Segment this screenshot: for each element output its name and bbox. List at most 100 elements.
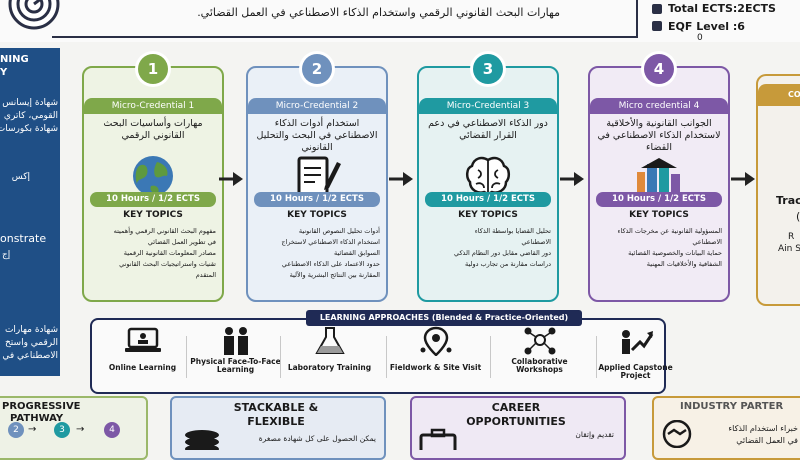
arrow-right-icon — [219, 172, 243, 186]
completion-card-line3: R — [788, 232, 795, 242]
completion-card-line2: ( — [796, 210, 800, 223]
card-description: مهارات وأساسيات البحث القانوني الرقمي — [103, 118, 203, 141]
arrow-right-icon — [389, 172, 413, 186]
topic-item: الاصطناعي — [521, 238, 551, 246]
eqf-level: EQF Level :6 — [668, 20, 745, 33]
topic-item: السوابق القضائية — [334, 249, 380, 257]
approach-label: Physical Face-To-Face Learning — [190, 357, 281, 374]
card-description: الجوانب القانونية والأخلاقية لاستخدام ال… — [597, 118, 721, 153]
separator — [490, 336, 491, 378]
pathway-step-4: 4 — [104, 422, 120, 438]
card-title: Micro-Credential 2 — [248, 98, 386, 114]
arrow-right-icon — [560, 172, 584, 186]
card-title: Micro-Credential 3 — [419, 98, 557, 114]
left-text-3: شهادة بكورسات ال — [0, 124, 58, 134]
step-number-badge: 2 — [302, 54, 332, 84]
left-text-2: القومي، كاتري — [3, 111, 58, 121]
topic-item: المسؤولية القانونية عن مخرجات الذكاء — [617, 227, 722, 235]
topic-item: أدوات تحليل النصوص القانونية — [298, 227, 380, 235]
header-divider — [636, 0, 638, 38]
approach-capstone: Applied Capstone Project — [588, 326, 683, 388]
approach-fieldwork: Fieldwork & Site Visit — [388, 326, 483, 388]
career-text: تقديم وإتقان — [575, 430, 614, 439]
left-heading-1: NING — [0, 54, 29, 65]
briefcase-icon — [419, 428, 457, 450]
approach-face-to-face: Physical Face-To-Face Learning — [188, 326, 283, 388]
topic-item: حدود الاعتماد على الذكاء الاصطناعي — [281, 260, 380, 268]
topic-item: حماية البيانات والخصوصية القضائية — [628, 249, 722, 257]
topic-item: المتقدم — [195, 271, 216, 279]
handshake-icon — [662, 420, 692, 448]
completion-card-label: CO — [788, 90, 800, 99]
brain-icon — [460, 154, 516, 198]
stackable-text: يمكن الحصول على كل شهادة مصغرة — [258, 434, 376, 443]
topic-item: استخدام الذكاء الاصطناعي لاستخراج — [281, 238, 380, 246]
left-info-panel: NING Y شهادة إيسانس حقوق القومي، كاتري ش… — [0, 48, 60, 376]
flexible-title: FLEXIBLE — [247, 415, 305, 428]
left-text-4: إكس — [11, 172, 30, 182]
approach-label: Collaborative Workshops — [511, 357, 568, 374]
progressive-title: PROGRESSIVE — [2, 401, 81, 412]
opportunities-title: OPPORTUNITIES — [466, 415, 566, 428]
hours-badge: 10 Hours / 1/2 ECTS — [90, 192, 216, 207]
key-topics-heading: KEY TOPICS — [629, 210, 689, 220]
arrow-right-icon — [731, 172, 755, 186]
industry-text-2: في العمل القضائي — [736, 436, 798, 445]
approach-label: Fieldwork & Site Visit — [389, 363, 482, 372]
hours-badge: 10 Hours / 1/2 ECTS — [254, 192, 380, 207]
step-number-badge: 3 — [473, 54, 503, 84]
approach-label: Online Learning — [108, 363, 177, 372]
topic-item: تحليل القضايا بواسطة الذكاء — [474, 227, 551, 235]
approach-laboratory: Laboratory Training — [282, 326, 377, 388]
header-underline — [52, 36, 638, 38]
arrow-right-icon: → — [28, 424, 37, 435]
topic-item: تقنيات واستراتيجيات البحث القانوني — [119, 260, 216, 268]
network-icon — [524, 327, 555, 355]
globe-icon — [125, 154, 181, 198]
left-text-8: الاصطناعي في ال — [0, 351, 58, 361]
industry-text-1: خبراء استخدام الذكاء — [728, 424, 798, 433]
eqf-icon — [652, 21, 662, 31]
completion-card-line1: Trac — [776, 194, 800, 207]
card-description: استخدام أدوات الذكاء الاصطناعي في البحث … — [256, 118, 378, 153]
left-heading-3: onstrate — [0, 232, 47, 245]
topic-item: الشفافية والأخلاقيات المهنية — [646, 260, 722, 268]
hours-badge: 10 Hours / 1/2 ECTS — [596, 192, 722, 207]
card-title: Micro credential 4 — [590, 98, 728, 114]
eqf-footnote: 0 — [697, 33, 703, 43]
card-title: Micro-Credential 1 — [84, 98, 222, 114]
total-ects: Total ECTS:2ECTS — [668, 2, 776, 15]
program-description: مهارات البحث القانوني الرقمي واستخدام ال… — [197, 6, 560, 19]
left-text-1: شهادة إيسانس حقوق — [0, 98, 58, 108]
approach-online-learning: Online Learning — [95, 326, 190, 388]
card-description: دور الذكاء الاصطناعي في دعم القرار القضا… — [428, 118, 548, 141]
separator — [186, 336, 187, 378]
step-number-badge: 1 — [138, 54, 168, 84]
topic-item: دراسات مقارنة من تجارب دولية — [465, 260, 551, 268]
approach-label: Laboratory Training — [287, 363, 372, 372]
industry-title: INDUSTRY PARTER — [680, 401, 784, 412]
presentation-icon — [621, 330, 653, 354]
topic-item: المقارنة بين النتائج البشرية والآلية — [289, 271, 380, 279]
topic-item: مصادر المعلومات القانونية الرقمية — [123, 249, 216, 257]
people-icon — [223, 327, 248, 355]
approach-label: Applied Capstone Project — [598, 363, 673, 380]
topic-item: الاصطناعي — [692, 238, 722, 246]
step-number-badge: 4 — [644, 54, 674, 84]
laptop-icon — [124, 327, 161, 352]
stack-layers-icon — [185, 430, 219, 450]
completion-card: CO Trac ( R Ain S — [756, 74, 800, 306]
completion-card-line4: Ain S — [778, 244, 800, 254]
left-text-5: إج — [2, 250, 11, 260]
learning-approaches-title: LEARNING APPROACHES (Blended & Practice-… — [306, 310, 582, 326]
key-topics-list: أدوات تحليل النصوص القانونية استخدام الذك… — [254, 226, 380, 281]
separator — [386, 336, 387, 378]
topic-item: في تطوير العمل القضائي — [147, 238, 216, 246]
left-text-6: شهادة مهارات — [4, 325, 58, 335]
key-topics-heading: KEY TOPICS — [458, 210, 518, 220]
career-title: CAREER — [491, 401, 541, 414]
